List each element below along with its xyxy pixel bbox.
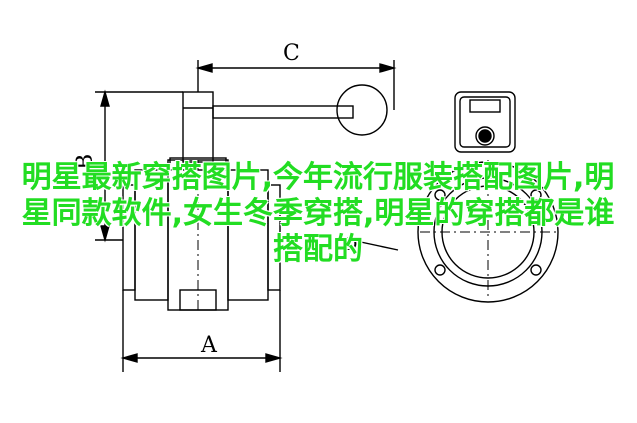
dimension-d-label: D bbox=[343, 234, 357, 255]
dimension-b-label: B bbox=[73, 154, 98, 170]
dimension-a-label: A bbox=[200, 333, 218, 358]
valve-front-view bbox=[341, 91, 559, 303]
valve-side-view bbox=[95, 60, 395, 372]
watermark-caption: 明星最新穿搭图片,今年流行服装搭配图片,明星同款软件,女生冬季穿搭,明星的穿搭都… bbox=[21, 160, 615, 267]
dimension-c-label: C bbox=[283, 41, 300, 66]
